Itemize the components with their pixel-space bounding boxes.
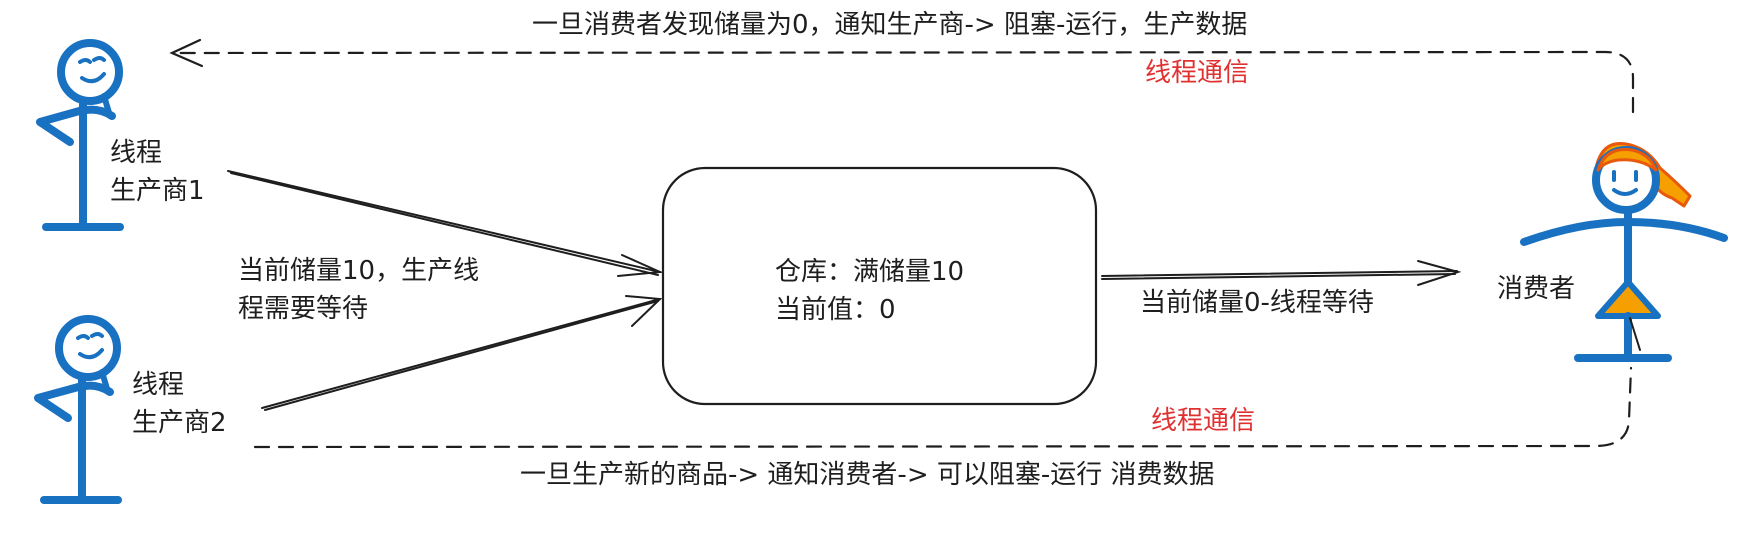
producer-note-line1: 当前储量10，生产线 [238, 256, 480, 286]
producer1-arrow [227, 170, 664, 277]
producer2-figure [34, 315, 122, 504]
bottom-message: 一旦生产新的商品-> 通知消费者-> 可以阻塞-运行 消费数据 [520, 460, 1215, 490]
consumer-figure [1520, 142, 1728, 362]
consumer-note: 当前储量0-线程等待 [1140, 288, 1374, 318]
producer1-figure [36, 39, 124, 231]
warehouse-label: 仓库：满储量10 当前值：0 [775, 253, 964, 329]
producer-note-line2: 程需要等待 [238, 294, 369, 324]
producer2-arrow [261, 295, 663, 411]
producer1-label: 线程 生产商1 [110, 134, 205, 210]
consumer-label: 消费者 [1497, 274, 1576, 304]
warehouse-label-line1: 仓库：满储量10 [775, 257, 965, 287]
consumer-arrow [1101, 260, 1462, 286]
top-message: 一旦消费者发现储量为0，通知生产商-> 阻塞-运行，生产数据 [532, 10, 1248, 40]
bottom-channel-label: 线程通信 [1151, 406, 1256, 436]
warehouse-box [661, 166, 1098, 406]
producer1-label-line1: 线程 [110, 138, 163, 168]
top-channel-label: 线程通信 [1145, 58, 1250, 88]
producer2-label: 线程 生产商2 [132, 366, 227, 442]
warehouse-label-line2: 当前值：0 [775, 295, 896, 325]
producer1-label-line2: 生产商1 [110, 176, 205, 206]
top-dashed-arrow [169, 38, 1635, 114]
producer-note: 当前储量10，生产线 程需要等待 [238, 252, 479, 328]
producer2-label-line1: 线程 [132, 370, 185, 400]
bottom-dashed-line [253, 366, 1633, 449]
producer2-label-line2: 生产商2 [132, 408, 227, 438]
